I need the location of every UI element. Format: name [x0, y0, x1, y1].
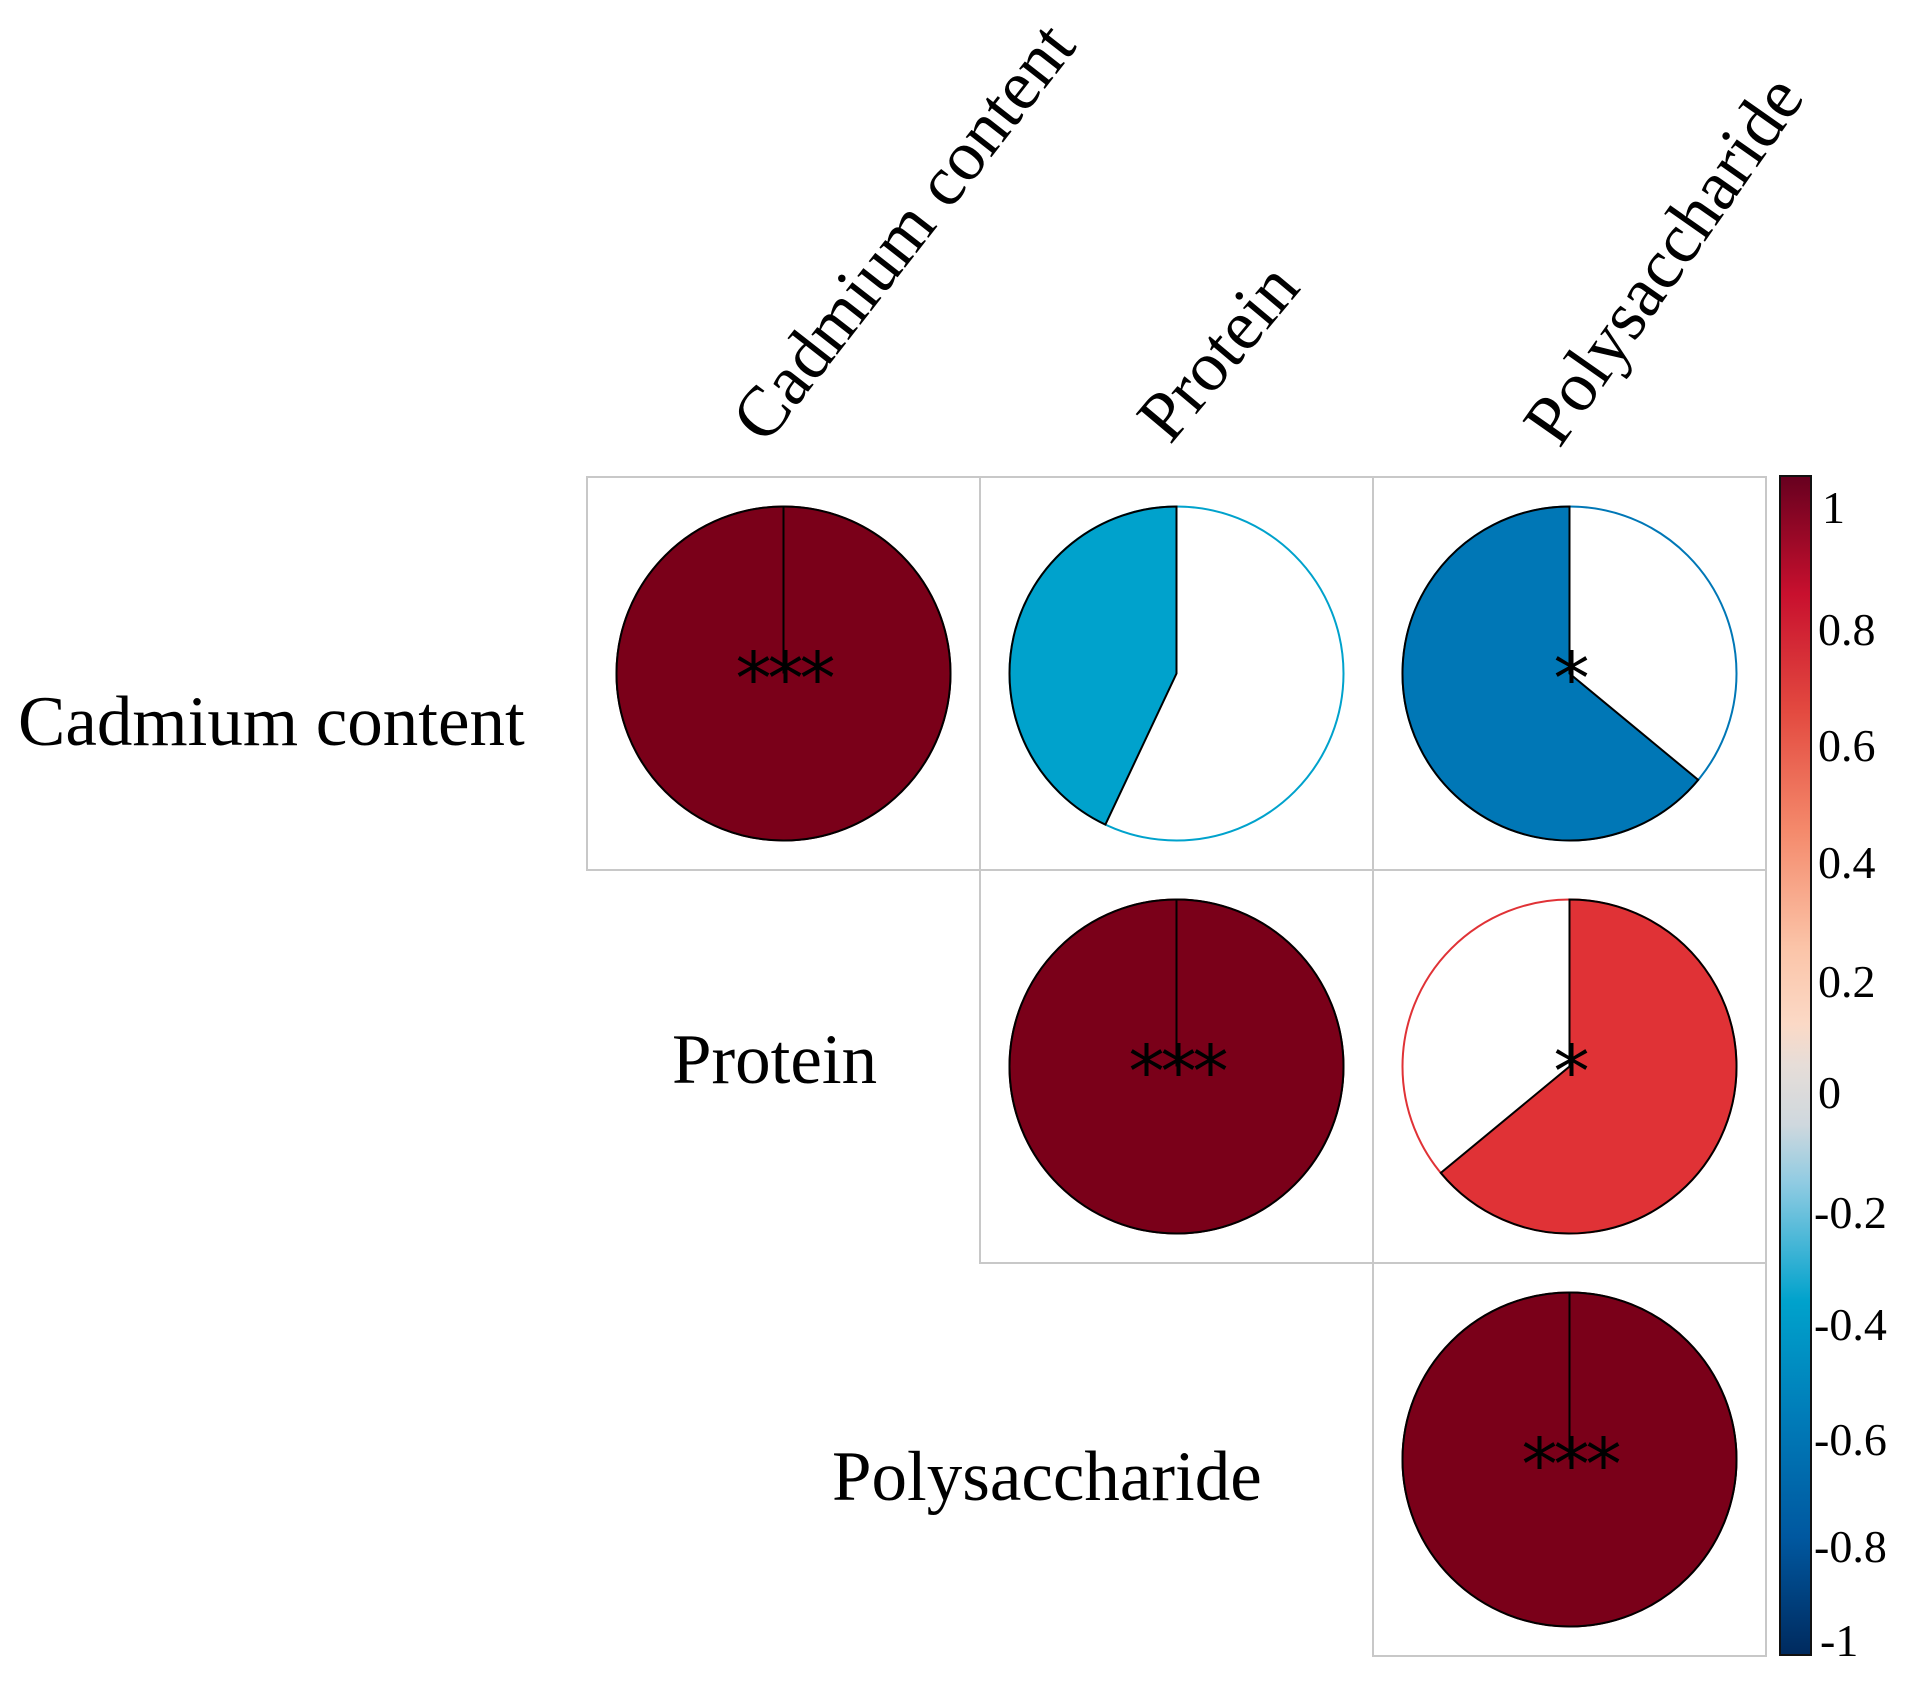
significance-marker: *	[1554, 637, 1588, 721]
significance-marker: *	[1554, 1030, 1588, 1114]
colorbar-rect	[1779, 475, 1812, 1656]
colorbar-tick: -0.4	[1814, 1299, 1887, 1350]
colorbar-tick: -0.8	[1814, 1521, 1887, 1572]
pie-cell: ***	[1401, 1291, 1738, 1628]
colorbar-tick: 1	[1822, 482, 1845, 533]
significance-marker: ***	[736, 637, 834, 721]
grid-cells	[586, 476, 1767, 1657]
pie-cell: ***	[615, 505, 952, 842]
row-label-polysaccharide: Polysaccharide	[832, 1438, 1262, 1516]
colorbar-tick: 0.6	[1818, 720, 1876, 771]
pie-wedge	[1439, 898, 1738, 1235]
pie-wedge	[1401, 505, 1700, 842]
colorbar-tick: 0	[1818, 1067, 1841, 1118]
pie-wedge	[1008, 505, 1178, 826]
grid-cell	[1372, 1262, 1767, 1657]
pie-cell	[1008, 505, 1345, 842]
row-label-protein: Protein	[672, 1021, 878, 1099]
colorbar-tick: 0.4	[1818, 837, 1876, 888]
pie-glyphs: ***********	[615, 505, 1738, 1628]
colorbar	[1779, 475, 1812, 1656]
colorbar-tick: -0.6	[1814, 1414, 1887, 1465]
significance-marker: ***	[1129, 1030, 1227, 1114]
colorbar-tick: 0.2	[1818, 956, 1876, 1007]
colorbar-tick: 0.8	[1818, 604, 1876, 655]
significance-marker: ***	[1522, 1423, 1620, 1507]
row-label-cadmium-content: Cadmium content	[18, 683, 525, 761]
pie-cell: *	[1401, 898, 1738, 1235]
colorbar-tick: -0.2	[1814, 1187, 1887, 1238]
colorbar-tick: -1	[1820, 1615, 1859, 1666]
pie-cell: ***	[1008, 898, 1345, 1235]
pie-cell: *	[1401, 505, 1738, 842]
